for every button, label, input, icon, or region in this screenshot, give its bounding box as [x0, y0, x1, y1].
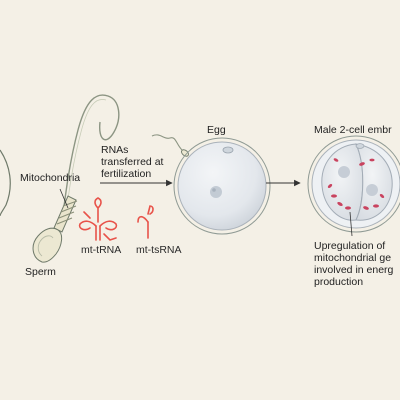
- sperm-tail: [61, 94, 120, 223]
- two-cell-embryo: [307, 135, 400, 233]
- sperm-head: [32, 227, 63, 263]
- label-male-embryo: Male 2-cell embr: [314, 124, 392, 136]
- label-mt-trna: mt-tRNA: [81, 244, 122, 256]
- upregulation-leader: [349, 211, 353, 237]
- mt-trna-shape: [78, 197, 118, 241]
- label-rnas-3: fertilization: [101, 168, 152, 180]
- label-sperm: Sperm: [25, 266, 56, 278]
- label-upregulation-3: involved in energ: [314, 264, 394, 276]
- left-tail-fragment: [0, 149, 11, 217]
- label-mitochondria: Mitochondria: [20, 172, 81, 184]
- embryo-mitochondria: [327, 158, 385, 210]
- egg-cell: [173, 137, 271, 235]
- label-rnas-2: transferred at: [101, 156, 164, 168]
- egg-sperm-head: [181, 149, 189, 157]
- label-egg: Egg: [207, 124, 226, 136]
- label-upregulation-2: mitochondrial ge: [314, 252, 392, 264]
- label-upregulation-1: Upregulation of: [314, 240, 386, 252]
- label-rnas-1: RNAs: [101, 144, 129, 156]
- egg-sperm-tail: [151, 134, 183, 151]
- mitochondria-leader: [59, 188, 69, 209]
- label-mt-tsrna: mt-tsRNA: [136, 244, 182, 256]
- mt-tsrna-shape: [137, 205, 154, 239]
- label-upregulation-4: production: [314, 276, 364, 288]
